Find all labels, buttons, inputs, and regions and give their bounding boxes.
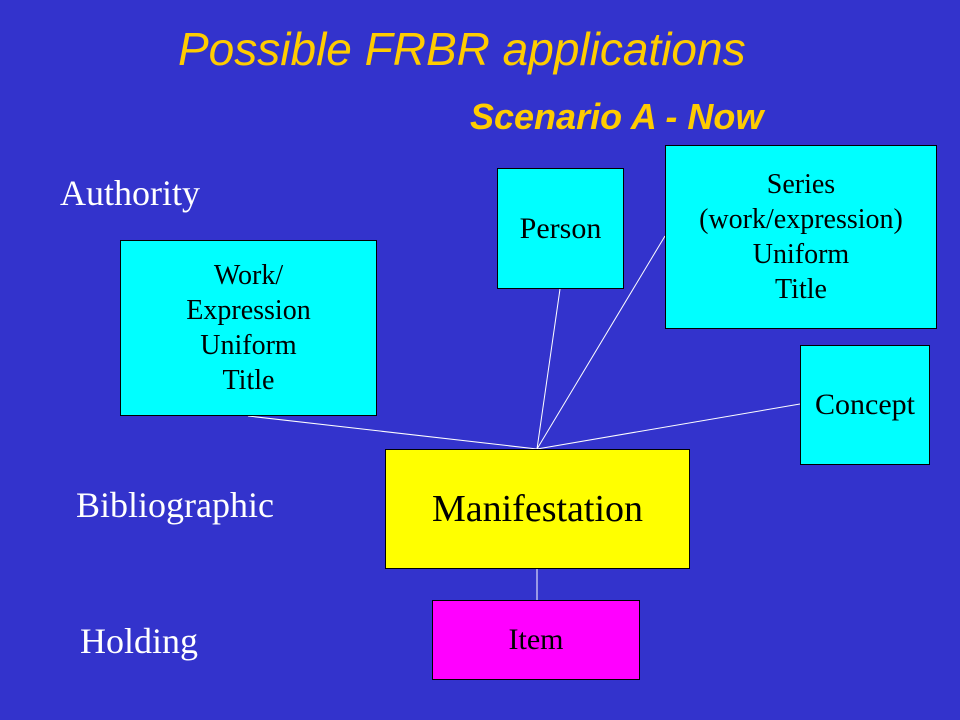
level-label-holding: Holding: [80, 621, 199, 661]
level-label-bibliographic: Bibliographic: [76, 485, 274, 525]
node-person: Person: [497, 168, 624, 289]
node-work-expression: Work/ Expression Uniform Title: [120, 240, 377, 416]
node-work-line: Work/: [213, 260, 284, 291]
node-work-line: Uniform: [200, 330, 297, 361]
page-title: Possible FRBR applications: [178, 23, 746, 75]
page-subtitle: Scenario A - Now: [470, 96, 764, 137]
node-series-line: Series: [766, 169, 836, 200]
node-concept-label: Concept: [815, 388, 915, 421]
node-series: Series (work/expression) Uniform Title: [665, 145, 937, 329]
node-manifestation: Manifestation: [385, 449, 690, 569]
node-manifestation-label: Manifestation: [431, 488, 644, 530]
node-work-line: Title: [222, 365, 275, 396]
node-concept: Concept: [800, 345, 930, 465]
node-series-line: Uniform: [752, 239, 850, 270]
node-person-label: Person: [519, 211, 602, 245]
link-concept-manifestation: [536, 403, 801, 450]
link-person-manifestation: [536, 288, 561, 450]
node-item: Item: [432, 600, 640, 680]
node-item-label: Item: [508, 623, 564, 656]
link-series-manifestation: [536, 235, 666, 450]
node-series-line: Title: [775, 274, 827, 305]
link-work-manifestation: [247, 415, 538, 450]
level-label-authority: Authority: [60, 173, 200, 213]
node-work-line: Expression: [186, 295, 311, 326]
node-series-line: (work/expression): [699, 204, 903, 235]
